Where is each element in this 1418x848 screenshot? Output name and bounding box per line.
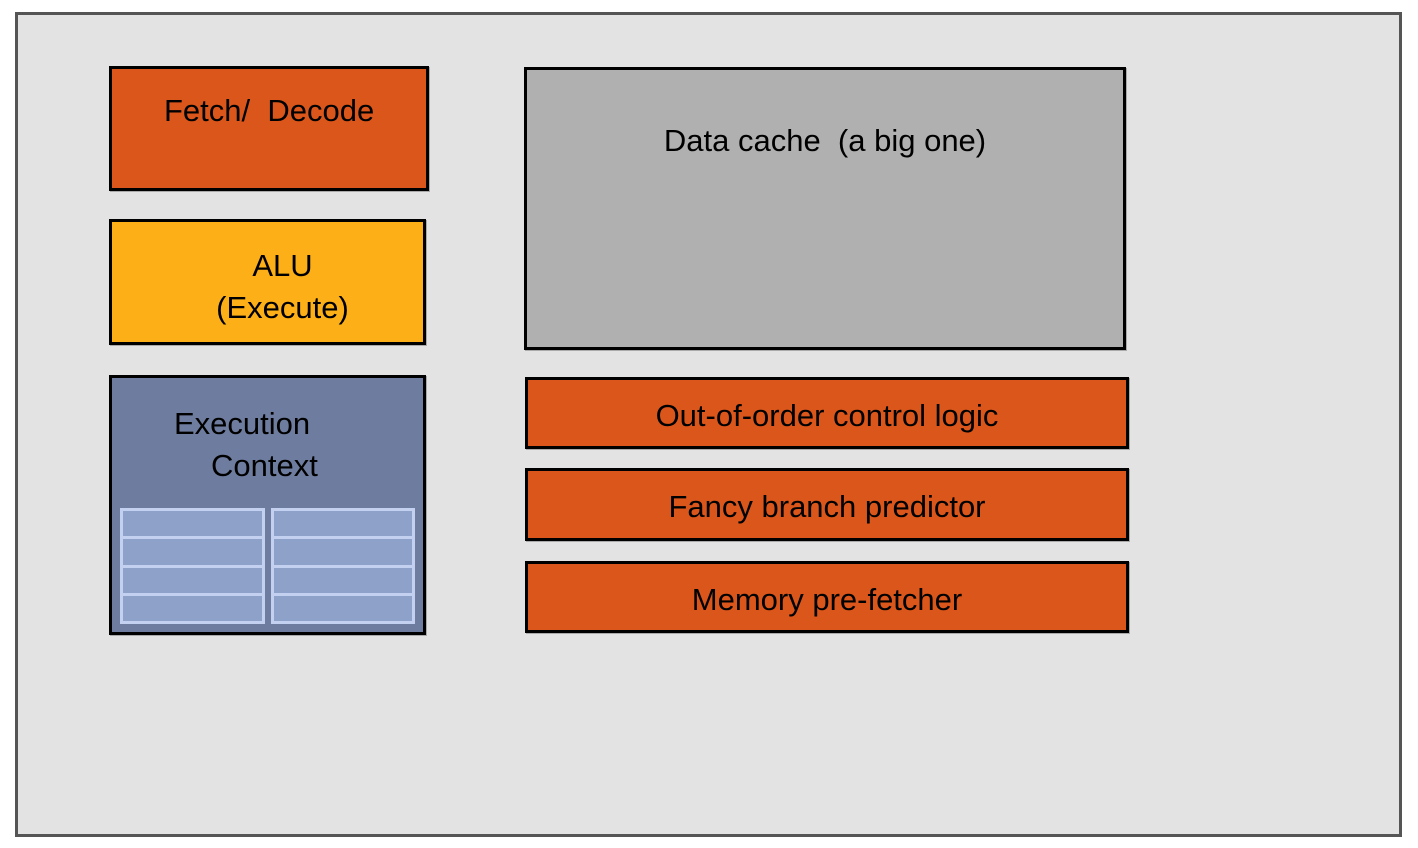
branch-predictor-label: Fancy branch predictor [668, 489, 986, 524]
register [123, 595, 262, 621]
fetch-decode-label: Fetch/ Decode [164, 93, 375, 128]
register [273, 567, 412, 593]
register [273, 539, 412, 565]
alu-block: ALU (Execute) [109, 219, 426, 345]
alu-label: ALU [252, 248, 313, 283]
register [273, 595, 412, 621]
register [123, 511, 262, 537]
out-of-order-label: Out-of-order control logic [655, 398, 999, 433]
register [123, 567, 262, 593]
register-column [120, 508, 265, 624]
alu-execute-label: (Execute) [216, 290, 349, 325]
register-file [120, 508, 415, 624]
register-column [270, 508, 415, 624]
execution-context-label-line1: Execution [174, 406, 311, 441]
execution-context-label-line2: Context [211, 448, 318, 483]
register [273, 511, 412, 537]
memory-prefetcher-label: Memory pre-fetcher [691, 582, 963, 617]
register [123, 539, 262, 565]
data-cache-block: Data cache (a big one) [524, 67, 1126, 350]
branch-predictor-block: Fancy branch predictor [525, 468, 1129, 541]
memory-prefetcher-block: Memory pre-fetcher [525, 561, 1129, 633]
execution-context-block: Execution Context [109, 375, 426, 635]
fetch-decode-block: Fetch/ Decode [109, 66, 429, 191]
data-cache-label: Data cache (a big one) [663, 123, 987, 158]
out-of-order-control-block: Out-of-order control logic [525, 377, 1129, 449]
